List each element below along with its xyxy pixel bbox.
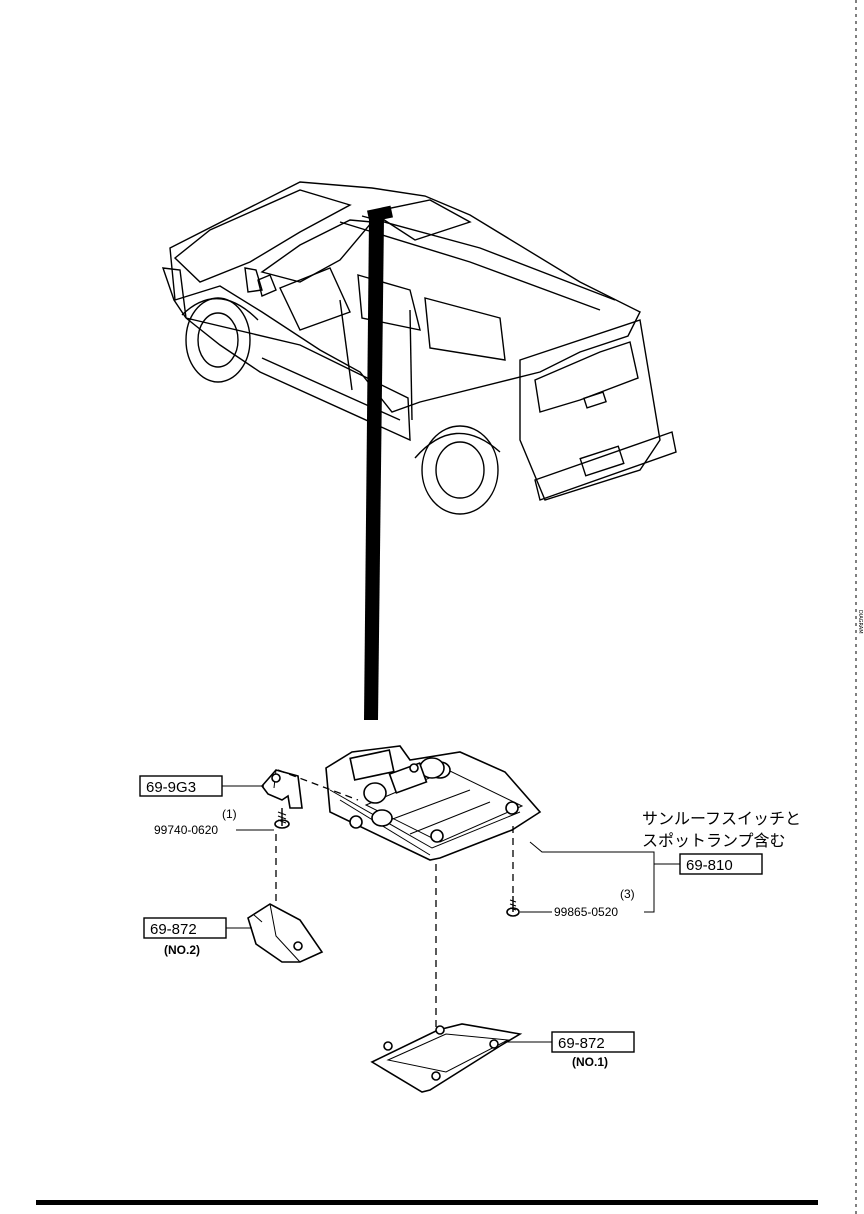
part-number-label: 69-872	[558, 1035, 605, 1052]
bottom-rule	[36, 1200, 818, 1205]
part-number-label: 99740-0620	[154, 823, 218, 837]
screw-part	[506, 896, 520, 917]
callout-69-9G3: 69-9G3	[139, 775, 264, 797]
part-number-label: 69-810	[686, 857, 733, 874]
callout-69-872-no1: 69-872 (NO.1)	[504, 1031, 635, 1069]
vehicle-illustration	[161, 181, 677, 515]
quantity-label: (1)	[222, 807, 237, 821]
cover-no2-part	[247, 903, 324, 963]
part-number-label: 99865-0520	[554, 905, 618, 919]
overhead-console-module	[325, 745, 542, 861]
variant-label: (NO.2)	[164, 943, 200, 957]
variant-label: (NO.1)	[572, 1055, 608, 1069]
callout-99740-0620: (1) 99740-0620	[154, 807, 274, 837]
part-number-label: 69-9G3	[146, 779, 196, 796]
callout-99865-0520: (3) 99865-0520	[520, 887, 635, 919]
callout-69-872-no2: 69-872 (NO.2)	[143, 917, 252, 957]
bracket-part	[260, 769, 303, 809]
module-note-line1: サンルーフスイッチと	[642, 809, 801, 828]
bolt-part	[274, 808, 290, 829]
cover-no1-part	[370, 1023, 523, 1093]
callout-69-810: サンルーフスイッチと スポットランプ含む 69-810	[529, 809, 801, 913]
module-note-line2: スポットランプ含む	[642, 831, 786, 850]
part-number-label: 69-872	[150, 921, 197, 938]
location-leader	[364, 218, 384, 720]
quantity-label: (3)	[620, 887, 635, 901]
edge-strip-text: DIAGRAM	[857, 610, 863, 634]
assembly-line-bracket	[277, 769, 359, 801]
